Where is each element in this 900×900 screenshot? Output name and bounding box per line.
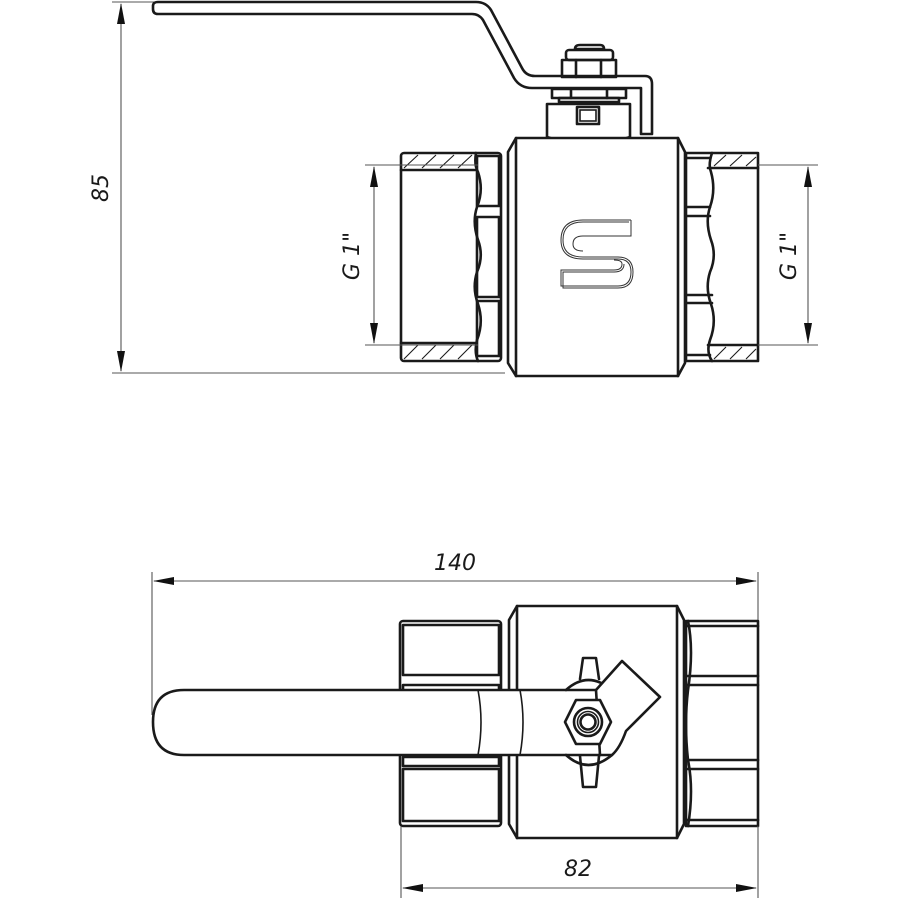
dimension-thread-right: G 1" (758, 164, 818, 346)
arrow-left-icon (153, 577, 174, 585)
arrow-right-icon (736, 884, 757, 892)
right-hex-end (684, 619, 760, 828)
arrow-right-icon (736, 577, 757, 585)
arrow-down-icon (804, 323, 812, 344)
arrow-up-icon (117, 3, 125, 24)
dimension-label-overall-length: 140 (434, 551, 476, 576)
dimension-label-height: 85 (89, 174, 114, 202)
dimension-thread-left: G 1" (340, 164, 478, 346)
top-view: 140 (151, 551, 760, 898)
dimension-label-body-length: 82 (564, 857, 592, 882)
arrow-down-icon (370, 323, 378, 344)
brand-logo-icon (560, 219, 634, 289)
stop-plate (594, 659, 662, 757)
dimension-overall-length: 140 (151, 551, 759, 715)
dimension-body-length: 82 (400, 826, 759, 898)
hatch-bottom-right (713, 346, 757, 360)
stem-nut (550, 43, 628, 104)
lever-handle-top (151, 688, 602, 757)
left-port-section (399, 151, 503, 363)
arrow-left-icon (402, 884, 423, 892)
lever-handle-side (151, 0, 654, 136)
hatch-top-right (713, 154, 757, 167)
arrow-up-icon (804, 166, 812, 187)
right-port-section (684, 151, 760, 363)
hex-nut-icon (563, 698, 613, 746)
dimension-label-thread-right: G 1" (777, 232, 802, 280)
arrow-up-icon (370, 166, 378, 187)
arrow-down-icon (117, 351, 125, 372)
front-view: 85 (89, 0, 818, 378)
dimension-height: 85 (89, 1, 505, 374)
hatch-top-left (403, 154, 473, 169)
dimension-label-thread-left: G 1" (340, 232, 365, 280)
hatch-bottom-left (403, 344, 473, 360)
